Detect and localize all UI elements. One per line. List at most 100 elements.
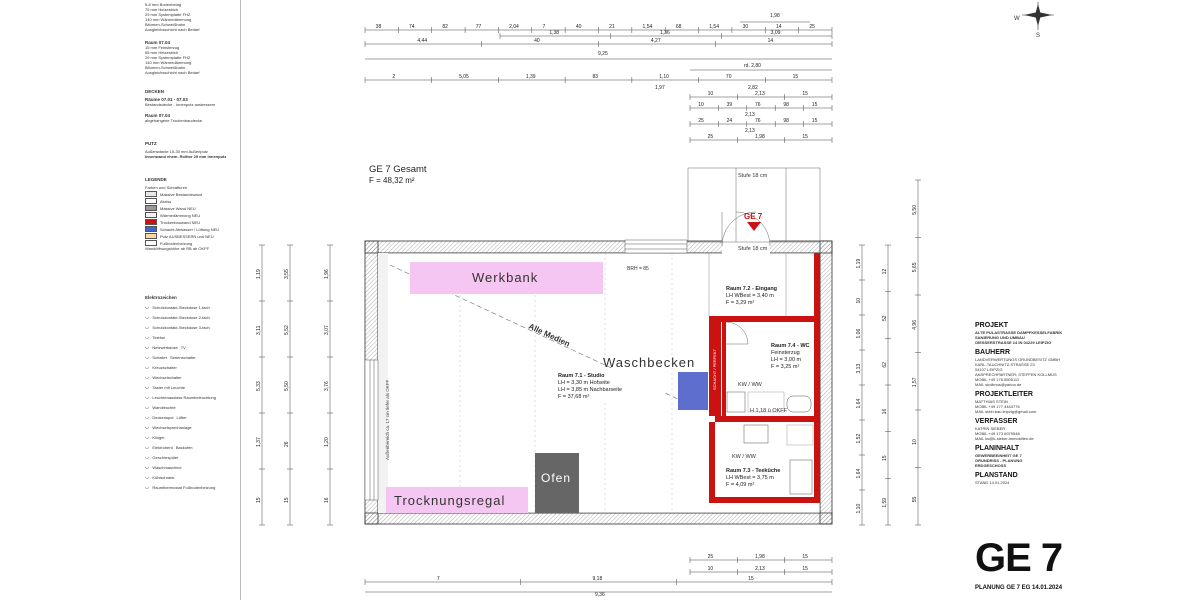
legend-separator	[240, 0, 241, 600]
bottom-dim-r1: 25	[708, 554, 714, 560]
legend-swatch	[145, 233, 157, 239]
pl-line-0: MATTHIAS STEIN	[975, 399, 1008, 404]
elektro-item: ◡Schalter Serienschalter	[145, 354, 240, 361]
top-dim-row6: 39	[727, 102, 733, 108]
studio-title: Raum 7.1 - Studio	[558, 373, 605, 379]
inhalt-line-2: ERDGESCHOSS	[975, 463, 1007, 468]
elektro-label: Schutzkontakt-Steckdose 1-fach	[152, 305, 210, 310]
elektro-symbol-icon: ◡	[145, 484, 150, 490]
elektro-symbol-icon: ◡	[145, 354, 150, 360]
elektro-item: ◡Kühlschrank	[145, 475, 240, 481]
right-dim-b: 12	[882, 269, 888, 275]
projekt-line-2: GIESSERSTRASSE 14 IN 04229 LEIPZIG	[975, 340, 1052, 345]
right-dim-a: 1,06	[856, 329, 862, 339]
top-dim-rd: rd. 2,80	[744, 63, 761, 69]
top-dim-row1: 74	[409, 24, 415, 30]
shaft-red	[712, 322, 721, 416]
top-dim-row8: 1,98	[755, 134, 765, 140]
trocknungsregal-label: Trocknungsregal	[394, 493, 505, 508]
top-dim-row1: 2,04	[509, 24, 519, 30]
ge-marker-arrow	[747, 222, 761, 231]
left-dim-b: 5,52	[284, 325, 290, 335]
r4-line-1: 65 mm Heizestrich	[145, 50, 179, 55]
top-dim-row1: 38	[376, 24, 382, 30]
studio-l1: LH = 3,30 m Hofseite	[558, 380, 610, 386]
left-dim-c: 3,76	[324, 381, 330, 391]
elektro-item: ◡Taster mit Leuchte	[145, 385, 240, 391]
elektro-symbol-icon: ◡	[145, 434, 150, 440]
eingang-title: Raum 7.2 - Eingang	[726, 286, 777, 292]
inhalt-line-1: GRUNDRISS - PLANUNG	[975, 458, 1023, 463]
bottom-dim-r2: 2,13	[755, 566, 765, 572]
bottom-dim-r2: 15	[802, 566, 808, 572]
stufe-top-label: Stufe 18 cm	[738, 173, 768, 179]
legende-sub: Farben und Schraffuren	[145, 185, 188, 190]
elektro-symbol-icon: ◡	[145, 314, 150, 320]
elektro-symbol-icon: ◡	[145, 394, 150, 400]
elektro-symbol-icon: ◡	[145, 324, 150, 330]
verfasser-heading: VERFASSER	[975, 418, 1018, 425]
top-dim-row2: 14	[768, 38, 774, 44]
bottom-dim-r3: 9,18	[593, 576, 603, 582]
decken-sub-text: Bestandsdecke - Innenputz ausbessern	[145, 102, 216, 107]
bauherr-line-0: LANDVERWERTUNGS GRUNDBESITZ GMBH	[975, 357, 1060, 362]
planstand-text: STAND 14.01.2024	[975, 480, 1010, 485]
wc-l2: LH = 3,00 m	[771, 357, 802, 363]
decken-r4: Raum 07.04	[145, 113, 171, 118]
top-dim-row4: 1,39	[526, 74, 536, 80]
elektro-list: ◡Schutzkontakt-Steckdose 1-fach◡Schutzko…	[145, 305, 240, 491]
top-dim-row4: 5,05	[459, 74, 469, 80]
legend-item: Abriss	[145, 198, 240, 204]
top-dim-row5: 2,13	[755, 91, 765, 97]
plan-footer: PLANUNG GE 7 EG 14.01.2024	[975, 585, 1063, 591]
legend-item: Wärmedämmung NEU	[145, 212, 240, 218]
elektro-luefter: Lüfter	[176, 415, 187, 420]
decken-title: DECKEN	[145, 89, 165, 94]
right-dim-a: 10	[856, 298, 862, 304]
left-dim-a: 5,33	[256, 381, 262, 391]
kitchen-hob	[789, 459, 813, 495]
legend-swatch	[145, 240, 157, 246]
waschbecken-zone	[678, 372, 708, 410]
teekueche-l1: LH WBest = 3,75 m	[726, 475, 774, 481]
putz-title: PUTZ	[145, 141, 157, 146]
top-dim-row4b: 1,97	[655, 85, 665, 91]
bottom-dim-r1: 1,98	[755, 554, 765, 560]
bauherr-line-2: 04107 LEIPZIG	[975, 367, 1003, 372]
legend-label: Fußbodenheizung	[160, 240, 193, 246]
top-dim-row1: 21	[609, 24, 615, 30]
right-dim-b: 62	[882, 362, 888, 368]
elektro-label: Schalter	[152, 355, 168, 360]
top-dim-row1: 1,54	[709, 24, 719, 30]
elektro-label: Netzwerkdose	[152, 345, 178, 350]
werkbank-label: Werkbank	[472, 270, 538, 285]
elektro-symbol-icon: ◡	[145, 454, 150, 460]
brh-label: BRH = 85	[627, 266, 649, 272]
elektro-symbol-icon: ◡	[145, 424, 150, 430]
elektro-label: Schutzkontakt-Steckdose 2-fach	[152, 315, 210, 320]
compass-w: W	[1014, 16, 1020, 22]
legend-item: Trockenbauwand NEU	[145, 219, 240, 225]
projekt-line-1: SANIERUNG UND UMBAU	[975, 335, 1025, 340]
elektro-label: Telefon	[152, 335, 166, 340]
elektro-item: ◡Schutzkontakt-Steckdose 3-fach	[145, 324, 240, 331]
ge-total-title: GE 7 Gesamt	[369, 164, 427, 175]
legend-swatch	[145, 226, 157, 232]
right-dim-c: 55	[912, 496, 918, 502]
ofen-label: Ofen	[541, 471, 571, 485]
top-dim-row1b: 1,36	[660, 30, 670, 36]
top-dim-row4: 83	[593, 74, 599, 80]
right-dim-b: 1,59	[882, 498, 888, 508]
elektro-label: Klingel	[152, 435, 165, 440]
ofen-block	[535, 453, 579, 513]
legende-title: LEGENDE	[145, 177, 167, 182]
top-dim-row6: 98	[783, 102, 789, 108]
ge-total-area: F = 48,32 m²	[369, 176, 415, 185]
elektro-label: Schutzkontakt-Steckdose 3-fach	[152, 325, 210, 330]
bauherr-line-4: MOBIL +49 176 8505111	[975, 377, 1020, 382]
wc-toilet	[786, 395, 812, 413]
projektleiter-heading: PROJEKTLEITER	[975, 391, 1033, 398]
